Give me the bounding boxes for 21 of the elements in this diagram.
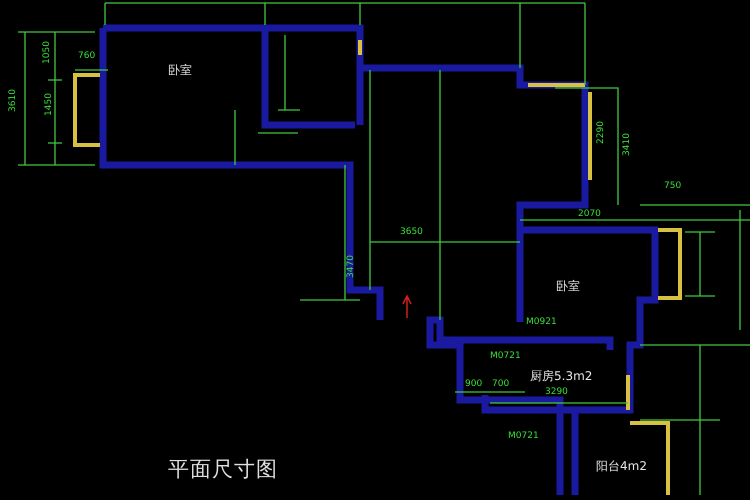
dimension-text: 1450 [44, 93, 54, 116]
room-label: 卧室 [168, 64, 192, 76]
dimension-text: 3650 [400, 228, 423, 237]
room-label: 卧室 [556, 280, 580, 292]
room-label: 阳台4m2 [596, 460, 647, 472]
dimension-text: 700 [492, 380, 510, 389]
dimension-text: 2070 [578, 210, 601, 219]
dimension-text: 3610 [8, 89, 18, 112]
dimension-text: 750 [664, 182, 682, 191]
dimension-text: 760 [78, 52, 96, 61]
dimension-text: 900 [465, 380, 482, 389]
room-label: 厨房5.3m2 [530, 370, 592, 382]
dimension-text: 2290 [596, 121, 606, 144]
dimension-text: 3470 [346, 255, 356, 278]
door-code: M0921 [526, 318, 557, 327]
dimension-text: 3410 [622, 133, 632, 156]
drawing-title: 平面尺寸图 [168, 456, 278, 483]
door-code: M0721 [508, 432, 539, 441]
dimension-text: 3290 [545, 388, 568, 397]
door-code: M0721 [490, 352, 521, 361]
dimension-text: 1050 [42, 41, 52, 64]
